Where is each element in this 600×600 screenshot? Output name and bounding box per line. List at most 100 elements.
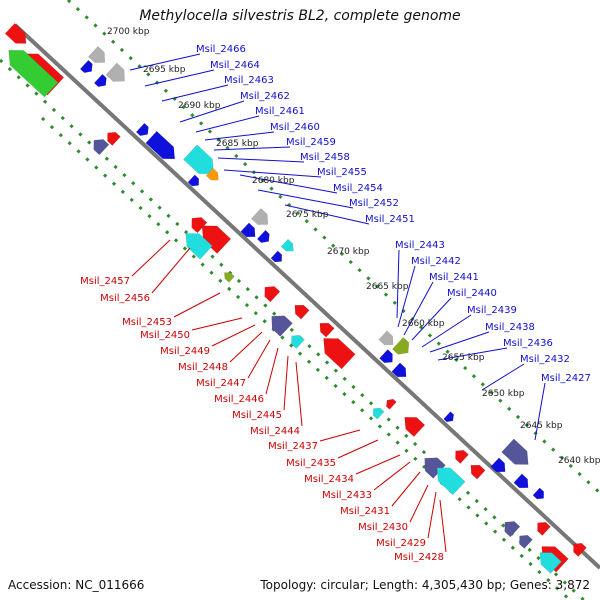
plus-gene-label[interactable]: Msil_2439 (467, 305, 517, 316)
minus-gene-label[interactable]: Msil_2457 (80, 276, 130, 287)
minus-gene-label[interactable]: Msil_2447 (196, 378, 246, 389)
gene-feature[interactable] (501, 438, 535, 471)
leader-line (534, 382, 546, 441)
gene-feature[interactable] (500, 517, 521, 538)
gene-feature[interactable] (516, 532, 533, 549)
gene-feature[interactable] (467, 461, 486, 480)
gene-feature[interactable] (570, 540, 587, 557)
gene-feature[interactable] (317, 331, 356, 370)
gene-feature[interactable] (187, 174, 202, 189)
plus-gene-label[interactable]: Msil_2436 (503, 338, 553, 349)
minus-gene-label[interactable]: Msil_2430 (358, 522, 408, 533)
gene-feature[interactable] (183, 144, 220, 181)
gene-feature[interactable] (205, 167, 222, 183)
gene-feature[interactable] (384, 397, 397, 410)
gene-feature[interactable] (79, 59, 95, 76)
gene-feature[interactable] (291, 301, 310, 320)
plus-gene-label[interactable]: Msil_2460 (270, 122, 320, 133)
plus-gene-label[interactable]: Msil_2443 (395, 240, 445, 251)
gene-feature[interactable] (2, 43, 59, 98)
plus-gene-label[interactable]: Msil_2451 (365, 214, 415, 225)
plus-gene-label[interactable]: Msil_2440 (447, 288, 497, 299)
gene-feature[interactable] (135, 122, 151, 139)
kbp-label: 2645 kbp (520, 421, 563, 431)
gene-feature[interactable] (256, 229, 272, 246)
gene-feature[interactable] (251, 208, 272, 229)
gene-feature[interactable] (532, 487, 547, 502)
leader-line (355, 454, 401, 475)
minus-gene-label[interactable]: Msil_2453 (122, 317, 172, 328)
gene-feature[interactable] (490, 457, 509, 476)
gene-feature[interactable] (88, 46, 109, 67)
plus-gene-label[interactable]: Msil_2432 (520, 354, 570, 365)
gene-feature[interactable] (145, 130, 180, 164)
gene-feature[interactable] (534, 547, 562, 574)
kbp-label: 2700 kbp (107, 27, 150, 37)
gene-feature[interactable] (316, 319, 335, 338)
gene-feature[interactable] (187, 213, 208, 234)
gene-feature[interactable] (195, 218, 232, 254)
tick-line (66, 0, 600, 495)
gene-feature[interactable] (391, 362, 410, 381)
minus-gene-label[interactable]: Msil_2449 (160, 346, 210, 357)
gene-feature[interactable] (370, 405, 385, 420)
gene-features (2, 23, 587, 574)
minus-gene-label[interactable]: Msil_2431 (340, 506, 390, 517)
gene-feature[interactable] (180, 227, 213, 260)
gene-feature[interactable] (105, 62, 130, 87)
minus-gene-label[interactable]: Msil_2428 (394, 552, 444, 563)
plus-gene-label[interactable]: Msil_2463 (224, 75, 274, 86)
gene-feature[interactable] (443, 411, 457, 425)
minus-gene-label[interactable]: Msil_2433 (322, 490, 372, 501)
plus-gene-label[interactable]: Msil_2441 (429, 272, 479, 283)
plus-gene-label[interactable]: Msil_2455 (317, 167, 367, 178)
plus-gene-label[interactable]: Msil_2464 (210, 60, 260, 71)
plus-gene-label[interactable]: Msil_2462 (240, 91, 290, 102)
gene-feature[interactable] (452, 447, 469, 464)
gene-feature[interactable] (378, 330, 397, 349)
plus-gene-label[interactable]: Msil_2452 (349, 198, 399, 209)
minus-gene-label[interactable]: Msil_2456 (100, 293, 150, 304)
minus-gene-label[interactable]: Msil_2448 (178, 362, 228, 373)
plus-gene-label[interactable]: Msil_2438 (485, 322, 535, 333)
gene-feature[interactable] (260, 282, 281, 303)
gene-feature[interactable] (534, 519, 551, 536)
gene-feature[interactable] (399, 411, 426, 438)
minus-gene-label[interactable]: Msil_2445 (232, 410, 282, 421)
gene-feature[interactable] (288, 332, 305, 349)
gene-feature[interactable] (513, 473, 532, 492)
gene-feature[interactable] (222, 270, 235, 283)
gene-feature[interactable] (419, 452, 446, 479)
gene-feature[interactable] (240, 222, 259, 241)
leader-line (396, 249, 400, 319)
leader-line (173, 292, 221, 318)
gene-feature[interactable] (4, 23, 31, 48)
minus-gene-label[interactable]: Msil_2437 (268, 441, 318, 452)
gene-feature[interactable] (89, 135, 110, 156)
gene-feature[interactable] (266, 310, 293, 337)
plus-gene-label[interactable]: Msil_2466 (196, 44, 246, 55)
plus-gene-label[interactable]: Msil_2442 (411, 256, 461, 267)
gene-feature[interactable] (431, 461, 466, 496)
gene-feature[interactable] (270, 250, 285, 265)
minus-gene-label[interactable]: Msil_2444 (250, 426, 300, 437)
gene-feature[interactable] (104, 129, 121, 146)
gene-feature[interactable] (379, 349, 397, 367)
kbp-label: 2680 kbp (252, 176, 295, 186)
plus-gene-label[interactable]: Msil_2459 (286, 137, 336, 148)
minus-gene-label[interactable]: Msil_2434 (304, 474, 354, 485)
minus-gene-label[interactable]: Msil_2429 (376, 538, 426, 549)
plus-gene-label[interactable]: Msil_2427 (541, 373, 591, 384)
plus-gene-label[interactable]: Msil_2461 (255, 106, 305, 117)
plus-gene-label[interactable]: Msil_2454 (333, 183, 383, 194)
minus-gene-label[interactable]: Msil_2435 (286, 458, 336, 469)
minus-gene-label[interactable]: Msil_2446 (214, 394, 264, 405)
minus-gene-label[interactable]: Msil_2450 (140, 330, 190, 341)
kbp-label: 2665 kbp (366, 282, 409, 292)
gene-feature[interactable] (392, 337, 413, 358)
gene-feature[interactable] (93, 73, 109, 90)
plus-gene-label[interactable]: Msil_2458 (300, 152, 350, 163)
gene-feature[interactable] (280, 238, 297, 254)
leader-line (247, 339, 271, 379)
leader-line (223, 169, 322, 178)
